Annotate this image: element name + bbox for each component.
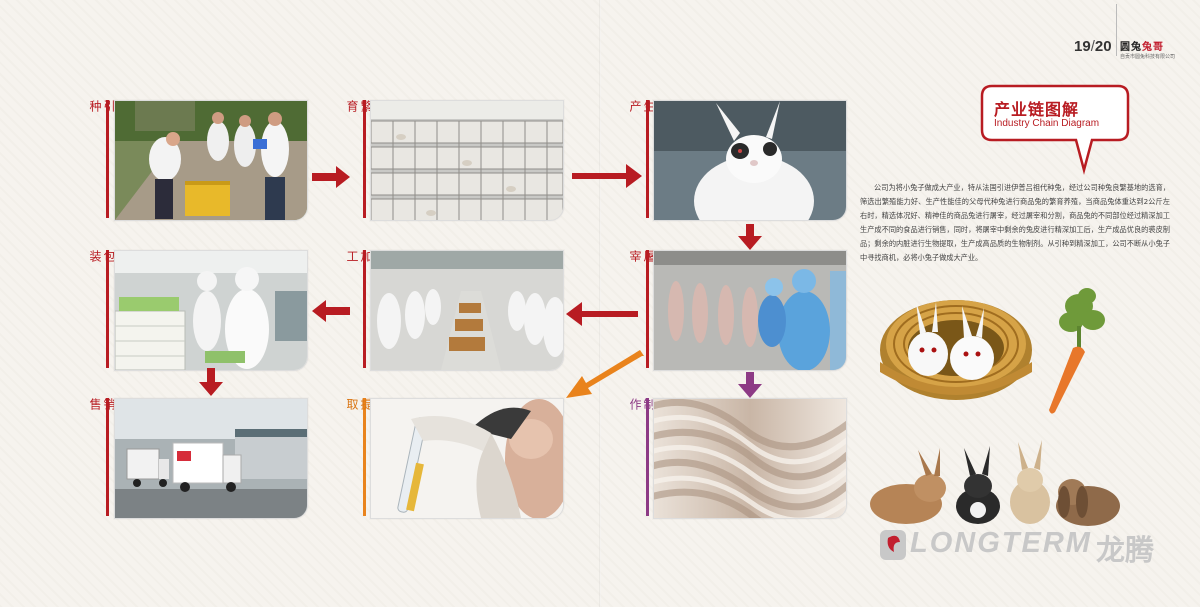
brand-wordmark: LONGTERM: [910, 527, 1092, 559]
arrow-down-slaughter: [738, 224, 762, 250]
photo-processing-workshop: [370, 250, 564, 371]
page-current: 19: [1074, 38, 1091, 55]
arrow-diagonal-orange: [566, 350, 646, 400]
company-name: 自贡市圆兔科技有限公司: [1120, 54, 1176, 60]
company-logo: 圆兔兔哥 自贡市圆兔科技有限公司: [1120, 38, 1176, 60]
photo-delivery-trucks: [114, 398, 308, 519]
photo-hutches: [370, 100, 564, 221]
step-bar: [106, 398, 109, 516]
arrow-right-1: [312, 166, 350, 188]
spread-fold: [599, 0, 601, 607]
arrow-left-2: [312, 300, 350, 322]
step-bar: [363, 100, 366, 218]
logo-text-a: 圆兔: [1120, 42, 1142, 53]
photo-test-tube: [370, 398, 564, 519]
arrow-down-sales: [199, 368, 223, 396]
arrow-down-purple: [738, 372, 762, 398]
page-number: 19/20: [1074, 38, 1112, 55]
diagram-title: 产业链图解: [994, 100, 1080, 119]
photo-white-rabbit: [653, 100, 847, 221]
step-bar: [646, 398, 649, 516]
header-divider: [1116, 4, 1117, 56]
photo-inspection: [114, 100, 308, 221]
arrow-right-2: [572, 164, 642, 188]
rabbit-basket-image: [876, 280, 1036, 410]
step-bar: [363, 250, 366, 368]
carrot-image: [1035, 286, 1110, 416]
photo-slaughter-line: [653, 250, 847, 371]
step-bar: [646, 100, 649, 218]
diagram-subtitle: Industry Chain Diagram: [994, 118, 1100, 129]
rabbits-row-image: [866, 440, 1128, 528]
page-total: 20: [1094, 38, 1112, 55]
diagram-description: 公司为将小兔子做成大产业，特从法国引进伊普吕祖代种兔，经过公司种兔良繁基地的选育…: [860, 183, 1170, 262]
brand-chinese-name: 龙腾: [1096, 533, 1155, 567]
step-bar: [106, 100, 109, 218]
arrow-left-1: [566, 302, 638, 326]
logo-text-b: 兔哥: [1142, 42, 1164, 53]
step-bar: [363, 398, 366, 516]
photo-fur-texture: [653, 398, 847, 519]
step-bar: [106, 250, 109, 368]
step-label: 屠宰: [628, 250, 656, 263]
longterm-logo-icon: [878, 528, 910, 562]
step-label: 引种: [88, 100, 116, 113]
page-separator: /: [1090, 38, 1095, 55]
step-bar: [646, 250, 649, 368]
photo-packing: [114, 250, 308, 371]
title-speech-bubble: [980, 84, 1130, 175]
